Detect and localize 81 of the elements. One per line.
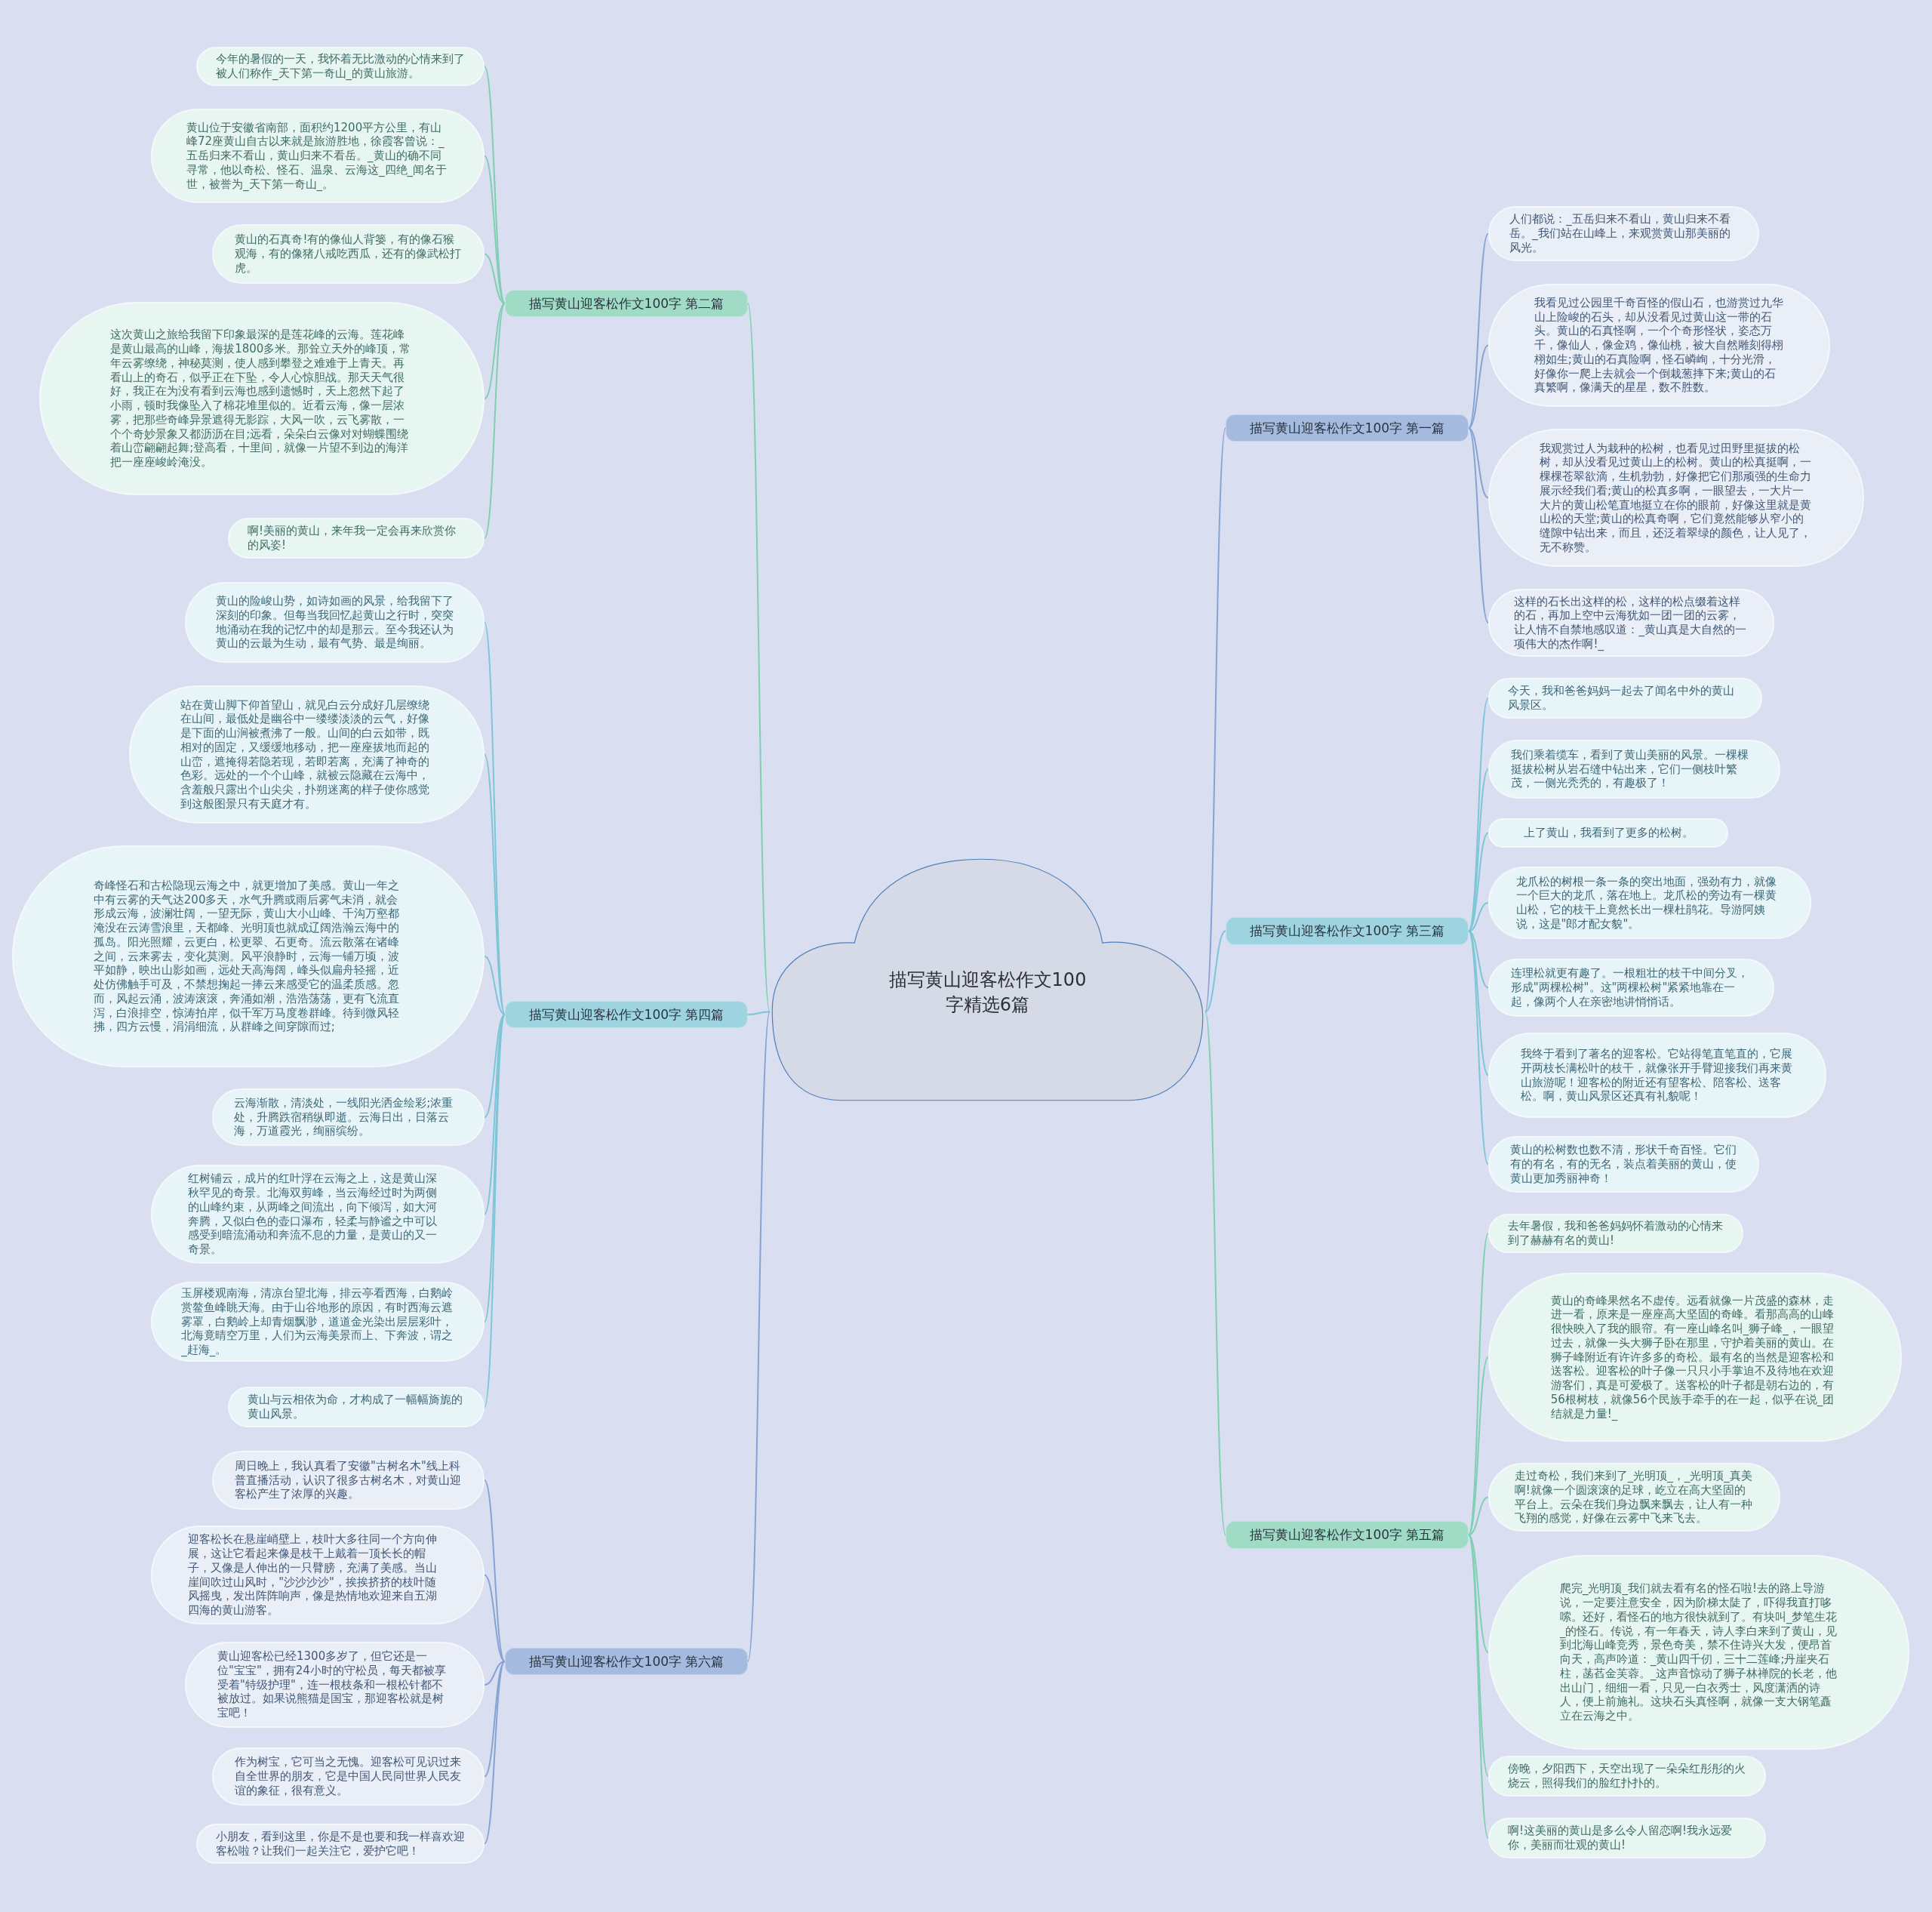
paragraph-text: 黄山的松树数也数不清，形状千奇百怪。它们有的有名，有的无名，装点着美丽的黄山，使黄山更加秀丽神奇！ xyxy=(1510,1143,1737,1186)
connector-line xyxy=(1468,344,1489,429)
connector-line xyxy=(1468,902,1489,932)
connector-line xyxy=(484,66,506,304)
paragraph-text: 黄山的奇峰果然名不虚传。远看就像一片茂盛的森林，走进一看，原来是一座座高大坚固的奇峰。看那高高的山峰很快映入了我的眼帘。有一座山峰名叫_狮子峰_，一眼望过去，就像一头大狮子卧在那里，守护着美丽的黄山。在狮子峰附近有许许多多的奇松。最有名的当然是迎客松和送客松。迎客松的叶子像一只只小手掌迫不及待地在欢迎游客们，真是可爱极了。送客松的叶子都是朝右边的，有56根树枝，就像56个民族手牵手的在一起，似乎在说_团结就是力量!_ xyxy=(1550,1293,1835,1421)
paragraph-text: 我终于看到了著名的迎客松。它站得笔直笔直的，它展开两枝长满松叶的枝干，就像张开手臂迎接我们再来黄山旅游呢！迎客松的附近还有望客松、陪客松、送客松。啊，黄山风景区还真有礼貌呢！ xyxy=(1520,1047,1793,1104)
connector-line xyxy=(484,753,506,1015)
connector-line xyxy=(1468,930,1489,989)
paragraph-text: 我们乘着缆车，看到了黄山美丽的风景。一棵棵挺拔松树从岩石缝中钻出来，它们一侧枝叶繁茂，一侧光秃秃的，有趣极了！ xyxy=(1511,747,1750,791)
central-topic-cloud xyxy=(770,857,1205,1103)
paragraph-text: 红树铺云，成片的红叶浮在云海之上，这是黄山深秋罕见的奇景。北海双剪峰，当云海经过时为两侧的山峰约束，从两峰之间流出，向下倾泻，如大河奔腾，又似白色的壶口瀑布，轻柔与静谧之中可以感受到暗流涌动和奔流不息的力量，是黄山的又一奇景。 xyxy=(188,1172,438,1257)
paragraph-text: 我看见过公园里千奇百怪的假山石，也游赏过九华山上险峻的石头，却从没看见过黄山这一带的石头。黄山的石真怪啊，一个个奇形怪状，姿态万千，像仙人，像金鸡，像仙桃，被大自然雕刻得栩栩如生;黄山的石真险啊，怪石嶙峋，十分光滑，好像你一爬上去就会一个倒栽葱摔下来;黄山的石真繁啊，像满天的星星，数不胜数。 xyxy=(1534,295,1784,396)
connector-line xyxy=(484,1479,506,1662)
connector-line xyxy=(1468,1534,1489,1653)
connector-line xyxy=(1204,427,1226,1013)
branch-topic: 描写黄山迎客松作文100字 第三篇 xyxy=(1226,917,1469,945)
connector-line xyxy=(747,1011,771,1662)
connector-line xyxy=(747,1011,771,1015)
paragraph-text: 上了黄山，我看到了更多的松树。 xyxy=(1523,826,1694,840)
connector-line xyxy=(1468,832,1489,932)
branch-topic: 描写黄山迎客松作文100字 第四篇 xyxy=(505,1001,748,1028)
paragraph-text: 作为树宝，它可当之无愧。迎客松可见识过来自全世界的朋友，它是中国人民同世界人民友谊的象征，很有意义。 xyxy=(234,1755,462,1798)
branch-topic: 描写黄山迎客松作文100字 第二篇 xyxy=(505,290,748,317)
branch-topic: 描写黄山迎客松作文100字 第六篇 xyxy=(505,1648,748,1675)
paragraph-text: 龙爪松的树根一条一条的突出地面，强劲有力，就像一个巨大的龙爪，落在地上。龙爪松的旁边有一棵黄山松，它的枝干上竟然长出一棵杜鹃花。导游阿姨说，这是"郎才配女貌"。 xyxy=(1515,874,1777,931)
paragraph-text: 黄山与云相依为命，才构成了一幅幅旖旎的黄山风景。 xyxy=(248,1393,463,1421)
paragraph-text: 爬完_光明顶_我们就去看有名的怪石啦!去的路上导游说，一定要注意安全，因为阶梯太陡了，吓得我直打哆嗦。还好，看怪石的地方很快就到了。有块叫_梦笔生花_的怪石。传说，有一年春天，诗人李白来到了黄山，见到北海山峰竞秀，景色奇美，禁不住诗兴大发，便昂首向天，高声吟道：_黄山四千仞，三十二莲峰;丹崖夹石柱，菡萏金芙蓉。_这声音惊动了狮子林禅院的长老，他出山门，细细一看，只见一白衣秀士，风度潇洒的诗人，便上前施礼。这块石头真怪啊，就像一支大钢笔矗立在云海之中。 xyxy=(1559,1581,1838,1723)
connector-line xyxy=(1468,232,1489,429)
paragraph-bubble xyxy=(1488,1818,1766,1858)
connector-line xyxy=(484,956,506,1015)
connector-line xyxy=(1468,1356,1489,1536)
paragraph-text: 小朋友，看到这里，你是不是也要和我一样喜欢迎客松啦？让我们一起关注它，爱护它吧！ xyxy=(216,1829,465,1858)
paragraph-bubble xyxy=(1488,1214,1743,1253)
paragraph-text: 黄山位于安徽省南部，面积约1200平方公里，有山峰72座黄山自古以来就是旅游胜地，徐霞客曾说：_五岳归来不看山，黄山归来不看岳。_黄山的确不同寻常，他以奇松、怪石、温泉、云海这_四绝_闻名于世，被誉为_天下第一奇山_。 xyxy=(186,120,448,192)
paragraph-text: 这样的石长出这样的松，这样的松点缀着这样的石，再加上空中云海犹如一团一团的云雾，让人情不自禁地感叹道：_黄山真是大自然的一项伟大的杰作啊!_ xyxy=(1514,594,1747,651)
paragraph-bubble xyxy=(228,518,485,559)
connector-line xyxy=(484,1661,506,1845)
connector-line xyxy=(484,1574,506,1662)
branch-topic: 描写黄山迎客松作文100字 第五篇 xyxy=(1226,1521,1469,1549)
paragraph-bubble xyxy=(196,1824,485,1864)
connector-line xyxy=(1468,427,1489,623)
paragraph-bubble xyxy=(228,1387,485,1427)
connector-line xyxy=(484,303,506,539)
paragraph-text: 走过奇松，我们来到了_光明顶_，_光明顶_真美啊!就像一个圆滚滚的足球，屹立在高大坚固的平台上。云朵在我们身边飘来飘去，让人有一种飞翔的感觉，好像在云雾中飞来飞去。 xyxy=(1514,1469,1753,1526)
paragraph-text: 黄山迎客松已经1300多岁了，但它还是一位"宝宝"，拥有24小时的守松员，每天都被享受着"特级护理"，连一根枝条和一根松针都不被放过。如果说熊猫是国宝，那迎客松就是树宝吧！ xyxy=(217,1649,447,1720)
paragraph-text: 啊!美丽的黄山，来年我一定会再来欣赏你的风姿! xyxy=(248,524,457,553)
connector-line xyxy=(1468,1496,1489,1536)
paragraph-text: 啊!这美丽的黄山是多么令人留恋啊!我永远爱你，美丽而壮观的黄山! xyxy=(1508,1824,1734,1852)
paragraph-text: 我观赏过人为栽种的松树，也看见过田野里挺拔的松树，却从没看见过黄山上的松树。黄山的松真挺啊，一棵棵苍翠欲滴，生机勃勃，好像把它们那顽强的生命力展示经我们看;黄山的松真多啊，一眼望去，一大片一大片的黄山松笔直地挺立在你的眼前，好像这里就是黄山松的天堂;黄山的松真奇啊，它们竟然能够从窄小的缝隙中钻出来，而且，还泛着翠绿的颜色，让人见了，无不称赞。 xyxy=(1539,441,1812,555)
paragraph-text: 这次黄山之旅给我留下印象最深的是莲花峰的云海。莲花峰是黄山最高的山峰，海拔1800多米。那耸立天外的峰顶，常年云雾缭绕，神秘莫测，使人感到攀登之难难于上青天。再看山上的奇石，似乎正在下坠，令人心惊胆战。那天天气很好，我正在为没有看到云海也感到遗憾时，天上忽然下起了小雨，顿时我像坠入了棉花堆里似的。近看云海，像一层浓雾，把那些奇峰异景遮得无影踪，大风一吹，云飞雾散，一个个奇妙景象又都沥沥在目;远看，朵朵白云像对对蝴蝶围绕着山峦翩翩起舞;登高看，十里间，就像一片望不到边的海洋把一座座峻岭淹没。 xyxy=(110,328,412,470)
paragraph-text: 黄山的石真奇!有的像仙人背篓，有的像石猴观海，有的像猪八戒吃西瓜，还有的像武松打虎。 xyxy=(235,232,462,276)
connector-line xyxy=(484,1661,506,1686)
connector-line xyxy=(1468,427,1489,499)
paragraph-text: 云海渐散，清淡处，一线阳光洒金绘彩;浓重处，升腾跌宿稍纵即逝。云海日出，日落云海，万道霞光，绚丽缤纷。 xyxy=(234,1095,454,1139)
branch-topic: 描写黄山迎客松作文100字 第一篇 xyxy=(1226,414,1469,442)
paragraph-text: 连理松就更有趣了。一根粗壮的枝干中间分叉，形成"两棵松树"。这"两棵松树"紧紧地靠在一起，像两个人在亲密地讲悄悄话。 xyxy=(1510,966,1749,1009)
paragraph-text: 站在黄山脚下仰首望山，就见白云分成好几层缭绕在山间，最低处是幽谷中一缕缕淡淡的云气，好像是下面的山涧被煮沸了一般。山间的白云如带，既相对的固定，又缓缓地移动，把一座座拔地而起的山峦，遮掩得若隐若现，若即若离，充满了神奇的色彩。远处的一个个山峰，就被云隐藏在云海中，含羞般只露出个山尖尖，扑朔迷离的样子使你感觉到这般图景只有天庭才有。 xyxy=(180,697,430,811)
paragraph-text: 今天，我和爸爸妈妈一起去了闻名中外的黄山风景区。 xyxy=(1508,684,1735,713)
connector-line xyxy=(484,1014,506,1118)
paragraph-bubble xyxy=(1488,1756,1766,1797)
paragraph-bubble xyxy=(1488,818,1728,848)
paragraph-text: 玉屏楼观南海，清凉台望北海，排云亭看西海，白鹅岭赏鳌鱼峰眺天海。由于山谷地形的原因，有时西海云遮雾罩，白鹅岭上却青烟飘渺，道道金光染出层层彩叶，北海竟晴空万里，人们为云海美景而上、下奔波，谓之_赶海_。 xyxy=(181,1286,454,1357)
connector-line xyxy=(1204,1011,1226,1536)
paragraph-text: 黄山的险峻山势，如诗如画的风景，给我留下了深刻的印象。但每当我回忆起黄山之行时，突突地涌动在我的记忆中的却是那云。至今我还认为黄山的云最为生动，最有气势、最是绚丽。 xyxy=(215,594,454,651)
connector-line xyxy=(747,303,771,1013)
connector-line xyxy=(484,253,506,304)
connector-line xyxy=(1204,930,1226,1013)
paragraph-text: 傍晚，夕阳西下，天空出现了一朵朵红彤彤的火烧云，照得我们的脸红扑扑的。 xyxy=(1508,1762,1746,1790)
paragraph-text: 迎客松长在悬崖峭壁上，枝叶大多往同一个方向伸展，这让它看起来像是枝干上戴着一顶长长的帽子，又像是人伸出的一只臂膀，充满了美感。当山崖间吹过山风时，"沙沙沙沙"，挨挨挤挤的枝叶随风摇曳，发出阵阵响声，像是热情地欢迎来自五湖四海的黄山游客。 xyxy=(188,1532,438,1618)
paragraph-text: 今年的暑假的一天，我怀着无比激动的心情来到了被人们称作_天下第一奇山_的黄山旅游。 xyxy=(216,52,465,81)
paragraph-text: 奇峰怪石和古松隐现云海之中，就更增加了美感。黄山一年之中有云雾的天气达200多天，水气升腾或雨后雾气未消，就会形成云海，波澜壮阔，一望无际，黄山大小山峰、千沟万壑都淹没在云涛雪浪里，天都峰、光明顶也就成辽阔浩瀚云海中的孤岛。阳光照耀，云更白，松更翠、石更奇。流云散落在诸峰之间，云来雾去，变化莫测。风平浪静时，云海一铺万顷，波平如静，映出山影如画，远处天高海阔，峰头似扁舟轻摇，近处仿佛触手可及，不禁想掬起一捧云来感受它的温柔质感。忽而，风起云涌，波涛滚滚，奔涌如潮，浩浩荡荡，更有飞流直泻，白浪排空，惊涛拍岸，似千军万马度卷群峰。待到微风轻拂，四方云慢，涓涓细流，从群峰之间穿隙而过; xyxy=(93,878,400,1035)
paragraph-bubble xyxy=(196,47,485,86)
connector-line xyxy=(484,1661,506,1778)
connector-line xyxy=(484,303,506,399)
paragraph-text: 去年暑假，我和爸爸妈妈怀着激动的心情来到了赫赫有名的黄山! xyxy=(1508,1219,1724,1248)
paragraph-text: 人们都说：_五岳归来不看山，黄山归来不看岳。_我们站在山峰上，来观赏黄山那美丽的风光。 xyxy=(1509,212,1731,255)
paragraph-bubble xyxy=(1488,678,1762,719)
paragraph-text: 周日晚上，我认真看了安徽"古树名木"线上科普直播活动，认识了很多古树名木，对黄山迎客松产生了浓厚的兴趣。 xyxy=(235,1458,462,1502)
connector-line xyxy=(484,155,506,304)
central-topic-text: 描写黄山迎客松作文100字精选6篇 xyxy=(888,968,1088,1017)
connector-line xyxy=(1468,930,1489,1165)
